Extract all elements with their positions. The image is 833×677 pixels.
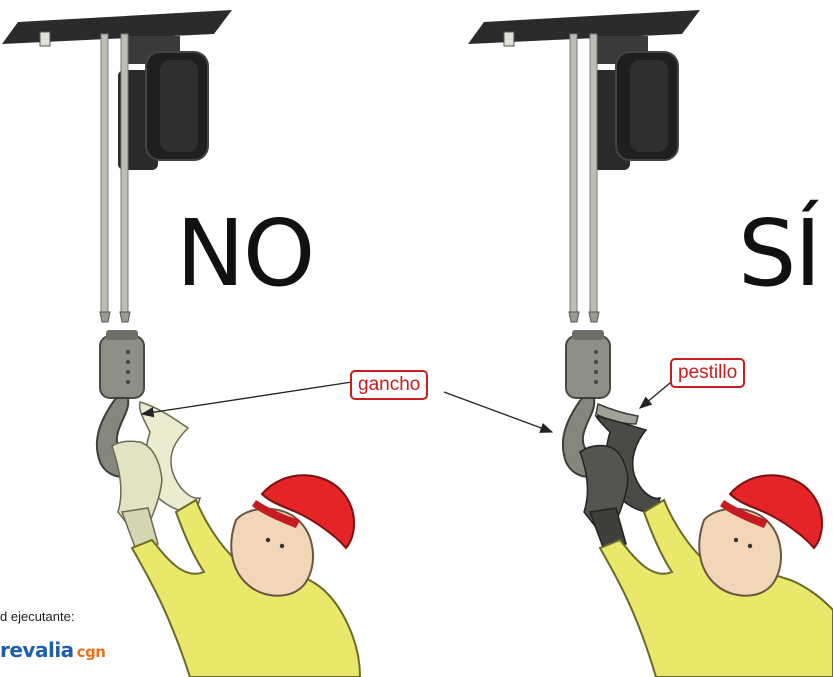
left-chains [100,34,130,322]
no-heading: NO [176,208,313,300]
right-hook-block [566,330,610,398]
arrow-gancho-left [142,382,352,414]
left-scene [2,10,360,677]
right-ceiling-plate [468,10,700,44]
left-hook-block [100,330,144,398]
label-pestillo: pestillo [670,358,745,388]
right-gloves [580,416,660,550]
right-ceiling-bolt [504,32,514,46]
right-chains [569,34,599,322]
logo-main: revalia [0,638,74,662]
left-ceiling-plate [2,10,232,44]
si-heading: SÍ [738,208,820,300]
left-hoist-motor [118,36,208,170]
right-scene [468,10,833,677]
left-worker [132,475,360,677]
left-ceiling-bolt [40,32,50,46]
label-gancho: gancho [350,370,428,400]
footer-executor-text: d ejecutante: [0,609,74,624]
arrow-gancho-right [444,392,552,432]
logo-suffix: cgn [77,643,106,661]
right-hoist-motor [590,36,678,170]
